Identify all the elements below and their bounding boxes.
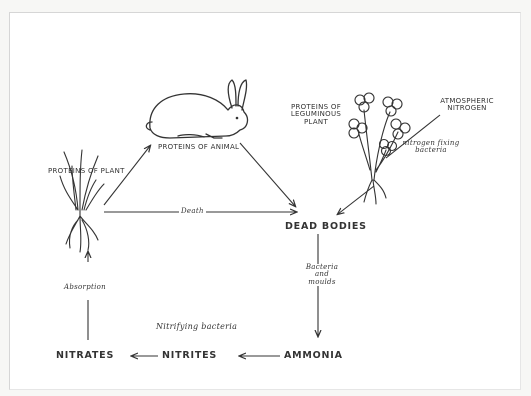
absorption-label: Absorption: [64, 284, 106, 291]
nitrogen-fixing-bacteria-label: nitrogen fixing bacteria: [396, 140, 466, 155]
grass-plant-illustration: [60, 150, 104, 252]
nitrites-label: NITRITES: [162, 351, 217, 361]
ammonia-label: AMMONIA: [284, 351, 343, 361]
animal-proteins-label: PROTEINS OF ANIMAL: [158, 144, 239, 151]
dead-bodies-label: DEAD BODIES: [285, 222, 367, 232]
bacteria-moulds-label: Bacteria and moulds: [300, 264, 344, 286]
plant-proteins-label: PROTEINS OF PLANT: [48, 168, 125, 175]
atmospheric-nitrogen-label: ATMOSPHERIC NITROGEN: [432, 98, 502, 113]
death-label: Death: [179, 208, 206, 215]
cycle-arrows: [88, 115, 440, 356]
nitrates-label: NITRATES: [56, 351, 114, 361]
legume-proteins-label: PROTEINS OF LEGUMINOUS PLANT: [288, 104, 344, 126]
nitrifying-bacteria-label: Nitrifying bacteria: [156, 323, 237, 331]
rabbit-illustration: [146, 80, 247, 138]
